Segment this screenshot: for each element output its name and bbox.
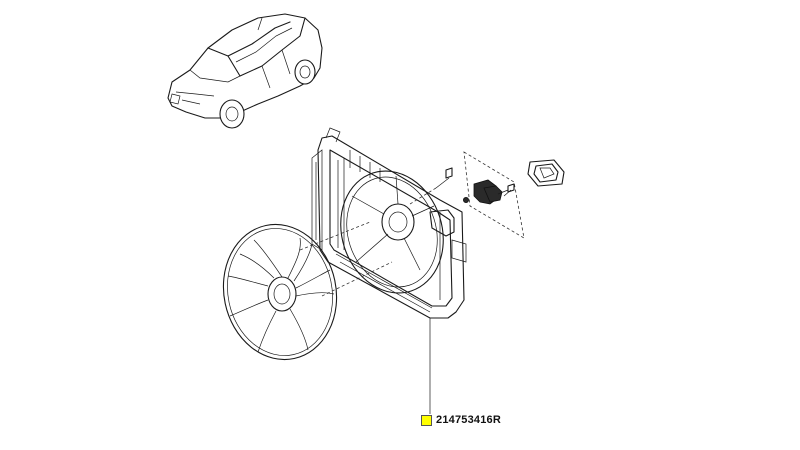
resistor-icon — [462, 151, 525, 239]
fan-shroud-icon — [311, 127, 467, 319]
assembly-line-fan-lower — [321, 261, 393, 297]
car-icon — [167, 13, 323, 129]
part-number-text: 214753416R — [436, 414, 502, 426]
screw-icon — [409, 167, 515, 205]
fan-blade-icon — [222, 223, 338, 361]
assembly-line-fan — [299, 221, 371, 251]
connector-icon — [527, 159, 565, 187]
part-number-callout[interactable]: 214753416R — [421, 414, 501, 426]
part-marker — [421, 414, 432, 426]
